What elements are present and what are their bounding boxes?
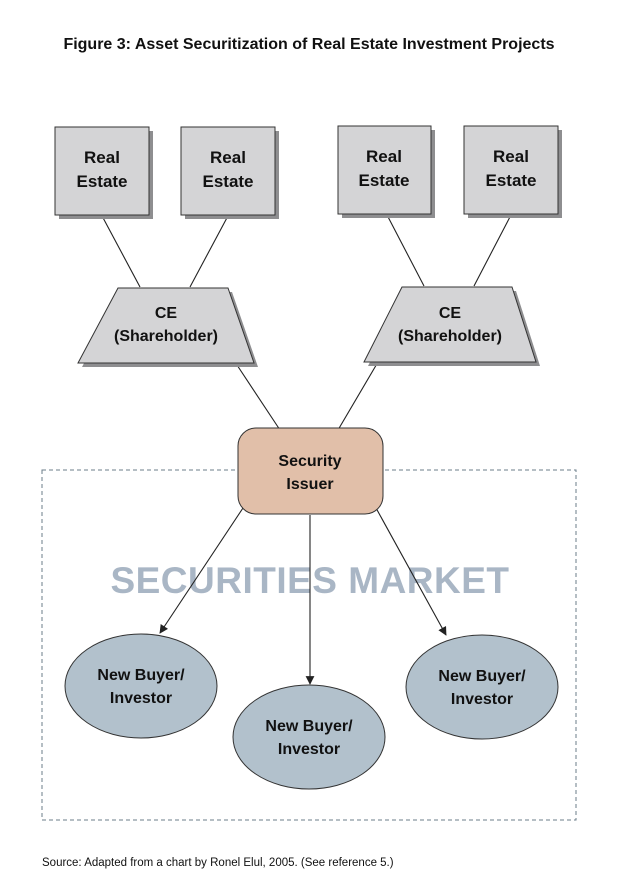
buyer-label: New Buyer/ [97, 667, 185, 684]
ce-shareholder-node: CE (Shareholder) [77, 287, 258, 367]
real-estate-label: Real [84, 148, 120, 167]
connector-real-estate-2-to-ce-left [189, 213, 230, 288]
buyer-label: New Buyer/ [438, 668, 526, 685]
security-issuer-node: Security Issuer [237, 427, 384, 515]
real-estate-label: Real [210, 148, 246, 167]
real-estate-label: Estate [202, 172, 253, 191]
security-issuer-label: Issuer [286, 476, 333, 493]
security-issuer-label: Security [278, 453, 341, 470]
buyer-label: Investor [451, 691, 513, 708]
real-estate-box: Real Estate [337, 125, 435, 218]
real-estate-box: Real Estate [54, 126, 153, 219]
real-estate-label: Estate [358, 171, 409, 190]
real-estate-label: Estate [485, 171, 536, 190]
new-buyer-investor-node: New Buyer/ Investor [64, 633, 218, 739]
real-estate-label: Real [366, 147, 402, 166]
ce-label: CE [155, 305, 178, 322]
buyer-label: Investor [110, 690, 172, 707]
ce-label: (Shareholder) [398, 328, 502, 345]
figure-title: Figure 3: Asset Securitization of Real E… [63, 36, 554, 53]
arrow-issuer-to-buyer-right [375, 507, 447, 636]
ce-label: CE [439, 305, 462, 322]
connector-ce-right-to-issuer [337, 361, 379, 431]
connector-ce-left-to-issuer [234, 361, 281, 431]
ce-label: (Shareholder) [114, 328, 218, 345]
real-estate-box: Real Estate [463, 125, 562, 218]
real-estate-label: Estate [76, 172, 127, 191]
source-note: Source: Adapted from a chart by Ronel El… [42, 857, 394, 869]
real-estate-label: Real [493, 147, 529, 166]
connector-real-estate-3-to-ce-right [385, 212, 425, 287]
new-buyer-investor-node: New Buyer/ Investor [405, 634, 559, 740]
arrow-issuer-to-buyer-left [159, 507, 244, 634]
ce-shareholder-node: CE (Shareholder) [363, 286, 540, 366]
connector-real-estate-1-to-ce-left [100, 213, 141, 288]
buyer-label: Investor [278, 741, 340, 758]
new-buyer-investor-node: New Buyer/ Investor [232, 684, 386, 790]
real-estate-box: Real Estate [180, 126, 279, 219]
connector-real-estate-4-to-ce-right [473, 212, 513, 287]
buyer-label: New Buyer/ [265, 718, 353, 735]
